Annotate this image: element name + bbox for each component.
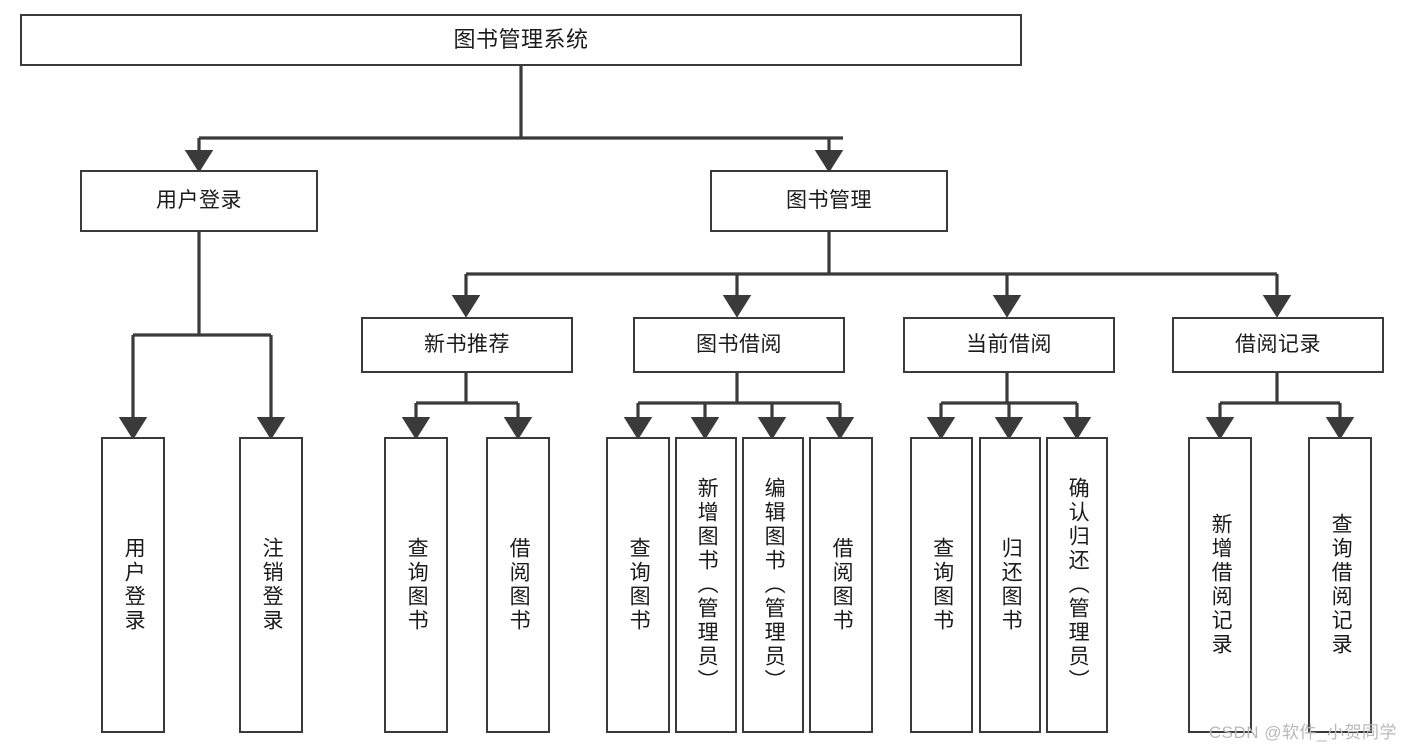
- node-current-borrow-label: 当前借阅: [966, 332, 1052, 356]
- node-new-book-recommend[interactable]: 新书推荐: [361, 317, 573, 373]
- node-leaf-query-record[interactable]: 查询借阅记录: [1308, 437, 1372, 733]
- node-leaf-query-book-3[interactable]: 查询图书: [910, 437, 973, 733]
- node-borrow-record[interactable]: 借阅记录: [1172, 317, 1384, 373]
- node-book-borrow[interactable]: 图书借阅: [633, 317, 845, 373]
- node-leaf-return-book[interactable]: 归还图书: [979, 437, 1041, 733]
- node-leaf-confirm-return-label: 确认归还（管理员）: [1066, 477, 1090, 693]
- csdn-watermark: CSDN @软件_小贺同学: [1208, 723, 1397, 742]
- node-leaf-add-record-label: 新增借阅记录: [1209, 513, 1233, 657]
- node-borrow-record-label: 借阅记录: [1235, 332, 1321, 356]
- node-user-login[interactable]: 用户登录: [80, 170, 318, 232]
- node-leaf-borrow-book-2[interactable]: 借阅图书: [809, 437, 873, 733]
- node-leaf-query-book-2[interactable]: 查询图书: [606, 437, 670, 733]
- node-leaf-query-record-label: 查询借阅记录: [1329, 513, 1353, 657]
- node-leaf-query-book-1[interactable]: 查询图书: [384, 437, 448, 733]
- node-leaf-logout[interactable]: 注销登录: [239, 437, 303, 733]
- node-leaf-edit-book-label: 编辑图书（管理员）: [762, 477, 786, 693]
- node-leaf-add-record[interactable]: 新增借阅记录: [1188, 437, 1252, 733]
- node-leaf-edit-book[interactable]: 编辑图书（管理员）: [742, 437, 804, 733]
- node-leaf-query-book-3-label: 查询图书: [930, 537, 954, 633]
- node-leaf-return-book-label: 归还图书: [999, 537, 1023, 633]
- node-leaf-add-book[interactable]: 新增图书（管理员）: [675, 437, 737, 733]
- node-leaf-borrow-book-1[interactable]: 借阅图书: [486, 437, 550, 733]
- node-leaf-logout-label: 注销登录: [260, 537, 284, 633]
- node-leaf-query-book-1-label: 查询图书: [405, 537, 429, 633]
- node-leaf-borrow-book-1-label: 借阅图书: [507, 537, 531, 633]
- node-leaf-user-login[interactable]: 用户登录: [101, 437, 165, 733]
- node-book-manage[interactable]: 图书管理: [710, 170, 948, 232]
- node-leaf-add-book-label: 新增图书（管理员）: [695, 477, 719, 693]
- node-current-borrow[interactable]: 当前借阅: [903, 317, 1115, 373]
- node-root[interactable]: 图书管理系统: [20, 14, 1022, 66]
- node-leaf-borrow-book-2-label: 借阅图书: [830, 537, 854, 633]
- node-leaf-confirm-return[interactable]: 确认归还（管理员）: [1046, 437, 1108, 733]
- node-root-label: 图书管理系统: [453, 27, 589, 53]
- node-new-book-recommend-label: 新书推荐: [424, 332, 510, 356]
- node-user-login-label: 用户登录: [156, 188, 242, 212]
- node-book-borrow-label: 图书借阅: [696, 332, 782, 356]
- node-leaf-query-book-2-label: 查询图书: [627, 537, 651, 633]
- node-leaf-user-login-label: 用户登录: [122, 537, 146, 633]
- node-book-manage-label: 图书管理: [786, 188, 872, 212]
